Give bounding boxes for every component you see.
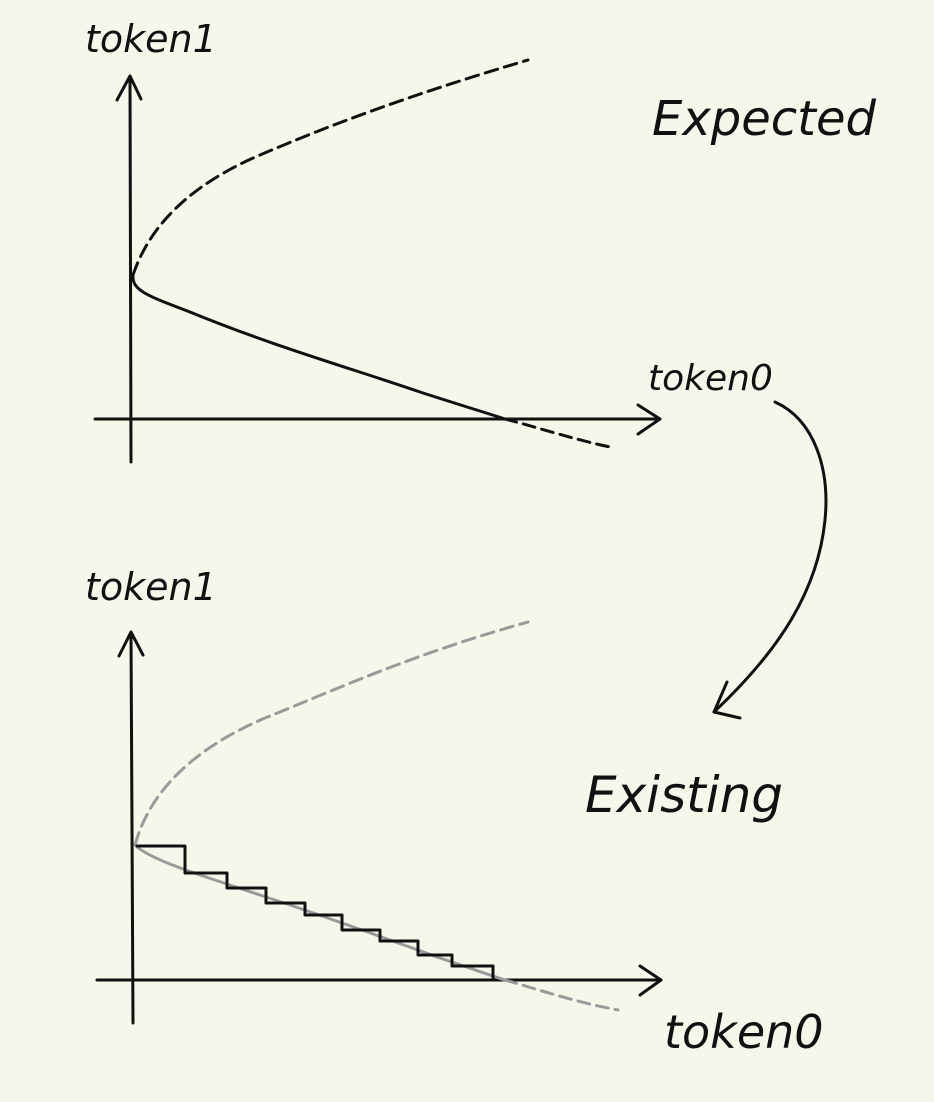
- top-y-axis-label: token1: [85, 17, 217, 61]
- top-curve-upper-dashed: [131, 58, 530, 277]
- transition-arrow-head: [712, 680, 742, 720]
- bottom-y-axis-label: token1: [85, 565, 217, 609]
- bottom-curve-upper-dashed: [133, 620, 530, 847]
- bottom-curve-lower-faded: [133, 843, 507, 982]
- bottom-caption: Existing: [585, 766, 783, 824]
- top-panel: token1 token0 Expected: [85, 17, 876, 464]
- bottom-panel: token1 token0 Existing: [85, 565, 824, 1059]
- top-curve-tail-dashed: [503, 417, 617, 450]
- transition-arrow-line: [712, 400, 828, 714]
- top-x-axis-label: token0: [648, 358, 773, 399]
- bottom-y-arrowhead: [117, 630, 145, 658]
- bottom-staircase: [135, 844, 495, 982]
- bottom-x-axis-label: token0: [664, 1005, 824, 1059]
- transition-arrow: [712, 400, 828, 720]
- bottom-y-axis: [129, 632, 135, 1025]
- top-y-arrowhead: [115, 74, 143, 102]
- top-y-axis: [128, 76, 133, 464]
- top-caption: Expected: [652, 91, 876, 147]
- top-x-arrowhead: [636, 403, 662, 436]
- bottom-x-arrowhead: [638, 964, 663, 997]
- top-curve-lower-solid: [131, 273, 507, 421]
- bottom-curve-tail-dashed: [503, 978, 620, 1012]
